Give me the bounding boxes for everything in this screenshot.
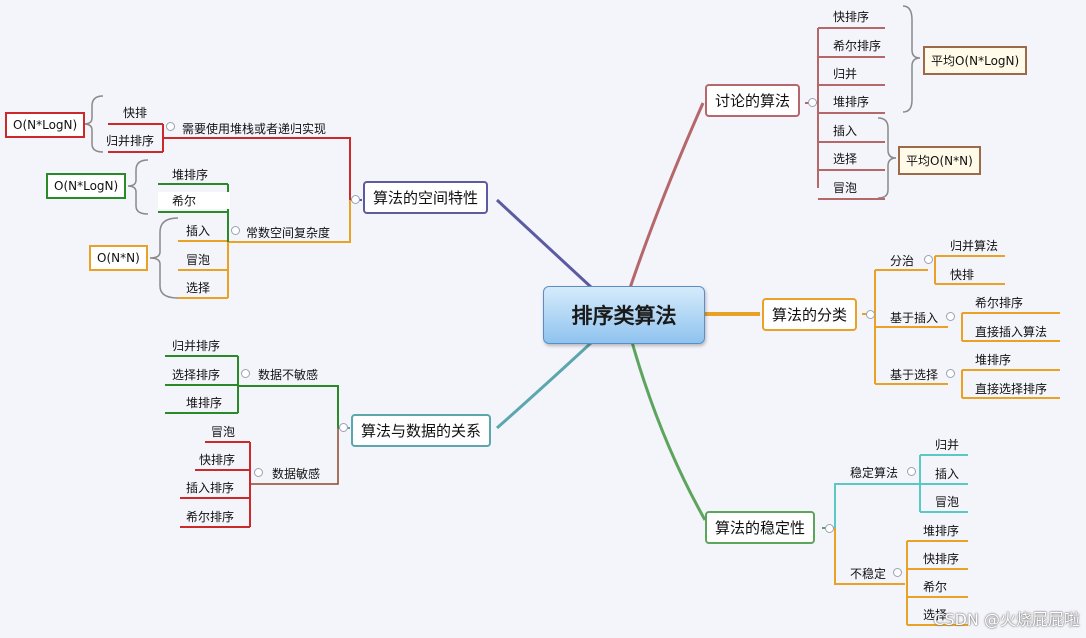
leaf-item[interactable]: 归并排序 — [106, 134, 155, 148]
collapse-toggle[interactable] — [893, 568, 902, 577]
discuss-item[interactable]: 归并 — [833, 67, 858, 81]
leaf-item[interactable]: 直接选择排序 — [975, 382, 1048, 396]
collapse-toggle[interactable] — [946, 369, 955, 378]
leaf-item[interactable]: 选择 — [923, 608, 948, 622]
leaf-item[interactable]: 归并排序 — [172, 339, 221, 353]
leaf-item[interactable]: 选择 — [186, 281, 211, 295]
complexity-note: 平均O(N*LogN) — [923, 46, 1028, 75]
collapse-toggle[interactable] — [231, 226, 240, 235]
discuss-item[interactable]: 冒泡 — [833, 181, 858, 195]
leaf-item[interactable]: 选择排序 — [172, 368, 221, 382]
collapse-toggle[interactable] — [866, 310, 875, 319]
collapse-toggle[interactable] — [924, 255, 933, 264]
group-label[interactable]: 基于选择 — [890, 368, 939, 382]
leaf-item[interactable]: 堆排序 — [923, 524, 960, 538]
root-topic[interactable]: 排序类算法 — [543, 286, 705, 344]
discuss-item[interactable]: 选择 — [833, 152, 858, 166]
leaf-item[interactable]: 归并算法 — [950, 239, 999, 253]
leaf-item[interactable]: 快排 — [123, 106, 148, 120]
leaf-item[interactable]: 归并 — [935, 438, 960, 452]
group-label[interactable]: 数据不敏感 — [258, 368, 319, 382]
topic-classification[interactable]: 算法的分类 — [762, 298, 858, 331]
leaf-item[interactable]: 冒泡 — [186, 253, 211, 267]
group-label[interactable]: 常数空间复杂度 — [246, 226, 331, 240]
leaf-item[interactable]: 希尔 — [923, 580, 948, 594]
topic-data-relation[interactable]: 算法与数据的关系 — [351, 414, 492, 447]
collapse-toggle[interactable] — [946, 312, 955, 321]
leaf-item[interactable]: 堆排序 — [975, 353, 1012, 367]
group-label[interactable]: 稳定算法 — [850, 466, 899, 480]
topic-space-characteristics[interactable]: 算法的空间特性 — [363, 181, 489, 214]
complexity-note: O(N*LogN) — [46, 173, 127, 199]
discuss-item[interactable]: 希尔排序 — [833, 39, 882, 53]
group-label[interactable]: 数据敏感 — [272, 467, 321, 481]
leaf-item[interactable]: 堆排序 — [172, 168, 209, 182]
collapse-toggle[interactable] — [907, 467, 916, 476]
group-label[interactable]: 分治 — [890, 254, 915, 268]
collapse-toggle[interactable] — [825, 524, 834, 533]
complexity-note: O(N*LogN) — [5, 112, 86, 138]
group-label[interactable]: 基于插入 — [890, 311, 939, 325]
discuss-item[interactable]: 插入 — [833, 124, 858, 138]
complexity-note: 平均O(N*N) — [898, 146, 981, 175]
collapse-toggle[interactable] — [166, 122, 175, 131]
leaf-item[interactable]: 堆排序 — [186, 396, 223, 410]
topic-stability[interactable]: 算法的稳定性 — [705, 511, 816, 544]
collapse-toggle[interactable] — [351, 195, 360, 204]
collapse-toggle[interactable] — [241, 369, 250, 378]
leaf-item[interactable]: 快排序 — [199, 453, 236, 467]
leaf-item[interactable]: 希尔排序 — [975, 296, 1024, 310]
group-label[interactable]: 不稳定 — [850, 567, 887, 581]
leaf-item[interactable]: 冒泡 — [935, 495, 960, 509]
leaf-item[interactable]: 快排序 — [923, 552, 960, 566]
leaf-item[interactable]: 快排 — [950, 268, 975, 282]
complexity-note: O(N*N) — [89, 245, 148, 271]
group-label[interactable]: 需要使用堆栈或者递归实现 — [182, 122, 327, 136]
leaf-item[interactable]: 冒泡 — [211, 425, 236, 439]
discuss-item[interactable]: 堆排序 — [833, 95, 870, 109]
leaf-item[interactable]: 插入 — [935, 467, 960, 481]
leaf-item[interactable]: 插入 — [186, 224, 211, 238]
watermark: CSDN @火烧屁屁啦 — [933, 610, 1080, 629]
discuss-item[interactable]: 快排序 — [833, 10, 870, 24]
leaf-item[interactable]: 直接插入算法 — [975, 325, 1048, 339]
collapse-toggle[interactable] — [808, 98, 817, 107]
collapse-toggle[interactable] — [254, 468, 263, 477]
leaf-item[interactable]: 插入排序 — [186, 481, 235, 495]
collapse-toggle[interactable] — [339, 423, 348, 432]
topic-discussed-algorithms[interactable]: 讨论的算法 — [705, 84, 801, 117]
leaf-item[interactable]: 希尔排序 — [186, 510, 235, 524]
leaf-item[interactable]: 希尔 — [158, 192, 230, 209]
